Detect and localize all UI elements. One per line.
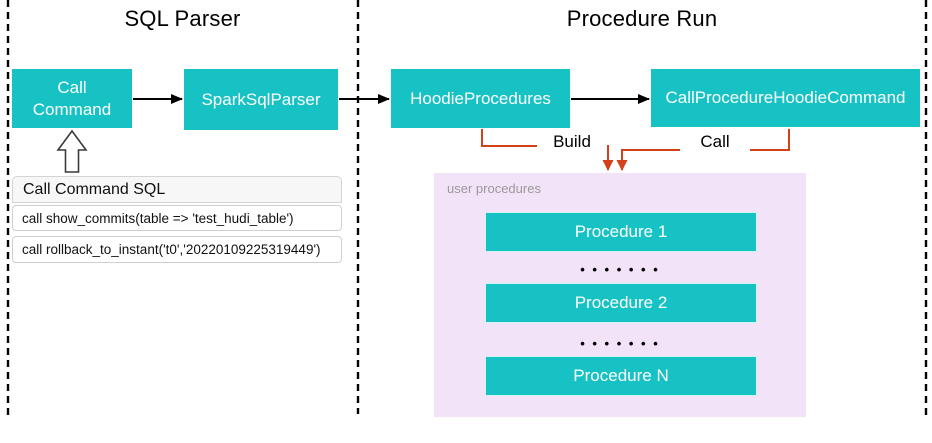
sql-row-rollback: call rollback_to_instant('t0','202201092… (12, 236, 342, 263)
section-title-sql-parser: SQL Parser (124, 6, 241, 31)
ellipsis-row-1: • • • • • • • (580, 262, 660, 277)
sql-panel-header: Call Command SQL (12, 176, 342, 203)
section-title-procedure-run: Procedure Run (566, 6, 718, 31)
sql-row-show-commits: call show_commits(table => 'test_hudi_ta… (12, 205, 342, 231)
user-procedures-panel: user procedures Procedure 1 • • • • • • … (434, 173, 806, 417)
user-procedures-label: user procedures (447, 181, 541, 196)
procedure-box-1: Procedure 1 (485, 212, 757, 252)
ellipsis-row-2: • • • • • • • (580, 336, 660, 351)
call-label: Call (680, 132, 750, 152)
node-call-procedure-hoodie-command: CallProcedureHoodieCommand (651, 69, 920, 127)
procedure-box-2: Procedure 2 (485, 283, 757, 323)
node-hoodie-procedures: HoodieProcedures (391, 69, 570, 128)
node-call-command: Call Command (12, 69, 132, 128)
build-label: Build (537, 132, 607, 152)
node-spark-sql-parser: SparkSqlParser (184, 69, 338, 130)
hollow-up-arrow (56, 129, 88, 173)
procedure-box-n: Procedure N (485, 356, 757, 396)
